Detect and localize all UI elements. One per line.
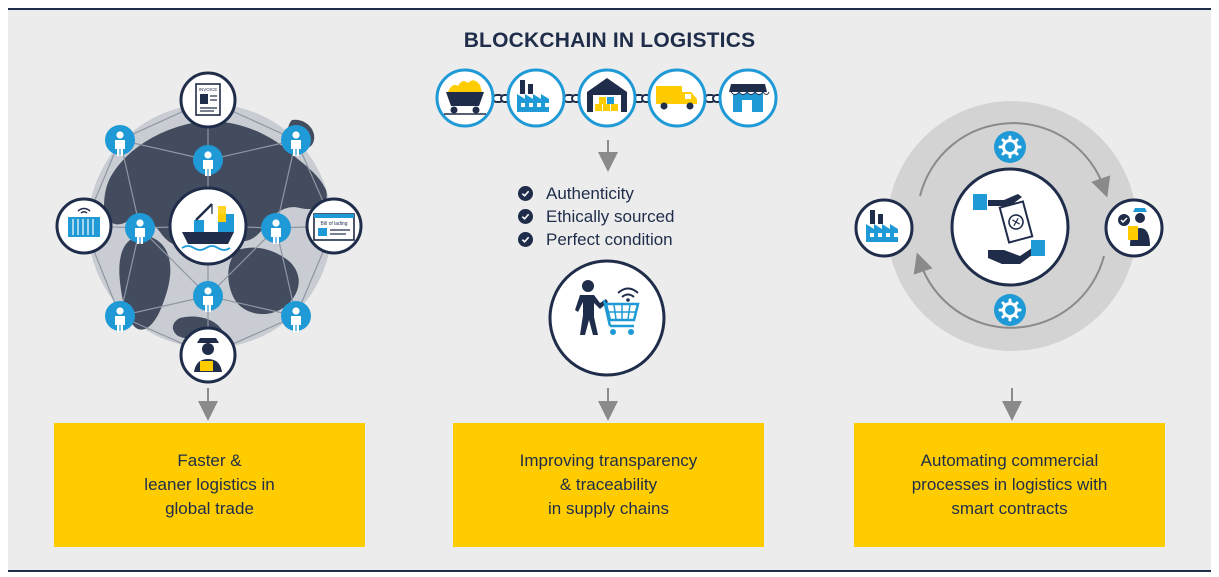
smart-contract-cycle (854, 101, 1164, 351)
outcome-line: global trade (165, 499, 254, 518)
person-icon (105, 125, 135, 156)
outcome-box-global-trade: Faster & leaner logistics in global trad… (54, 423, 365, 547)
cargo-ship-icon (168, 186, 248, 266)
flow-arrows (198, 140, 1022, 421)
outcome-line: Faster & (177, 451, 242, 470)
person-icon (261, 213, 291, 244)
courier-icon (1104, 198, 1164, 258)
checklist-item: Ethically sourced (518, 205, 675, 228)
outcome-line: & traceability (559, 475, 658, 494)
outcome-line: Improving transparency (519, 451, 698, 470)
person-icon (105, 301, 135, 332)
bottom-rule (8, 570, 1211, 572)
truck-icon (647, 68, 707, 128)
checklist-label: Perfect condition (546, 229, 673, 249)
infographic-title: BLOCKCHAIN IN LOGISTICS (463, 29, 756, 52)
check-icon (518, 232, 533, 247)
person-icon (193, 281, 223, 312)
outcome-line: leaner logistics in (144, 475, 275, 494)
invoice-label: INVOICE (199, 87, 218, 92)
contract-exchange-icon (950, 167, 1070, 287)
delivery-person-icon (179, 326, 237, 384)
person-icon (281, 125, 311, 156)
factory-icon (506, 68, 566, 128)
person-icon (125, 213, 155, 244)
check-icon (518, 209, 533, 224)
checklist-item: Perfect condition (518, 228, 675, 251)
bill-of-lading-label: Bill of lading (321, 221, 348, 227)
outcome-line: in supply chains (548, 499, 669, 518)
person-icon (193, 145, 223, 176)
outcome-line: smart contracts (951, 499, 1068, 518)
factory-icon (854, 198, 914, 258)
wifi-icon (617, 287, 639, 302)
checklist-item: Authenticity (518, 182, 675, 205)
quality-checklist: Authenticity Ethically sourced Perfect c… (518, 182, 675, 251)
container-icon (55, 197, 113, 255)
globe-network: INVOICE Bill of lading (55, 71, 363, 384)
check-icon (518, 186, 533, 201)
gear-icon (994, 294, 1026, 326)
supply-chain-row (435, 68, 778, 128)
invoice-icon: INVOICE (179, 71, 237, 129)
bill-of-lading-icon: Bill of lading (305, 197, 363, 255)
outcome-line: processes in logistics with (911, 475, 1108, 494)
top-rule (8, 8, 1211, 10)
mining-cart-icon (435, 68, 495, 128)
checklist-label: Ethically sourced (546, 206, 675, 226)
shopper-icon (548, 259, 666, 377)
cycle-arrow-bottom (913, 252, 1105, 329)
outcome-box-transparency: Improving transparency & traceability in… (453, 423, 764, 547)
outcome-box-smart-contracts: Automating commercial processes in logis… (854, 423, 1165, 547)
gear-icon (994, 131, 1026, 163)
outcome-line: Automating commercial (920, 451, 1099, 470)
checklist-label: Authenticity (546, 183, 634, 203)
shop-icon (718, 68, 778, 128)
cycle-arrow-top (919, 122, 1111, 198)
warehouse-icon (577, 68, 637, 128)
person-icon (281, 301, 311, 332)
